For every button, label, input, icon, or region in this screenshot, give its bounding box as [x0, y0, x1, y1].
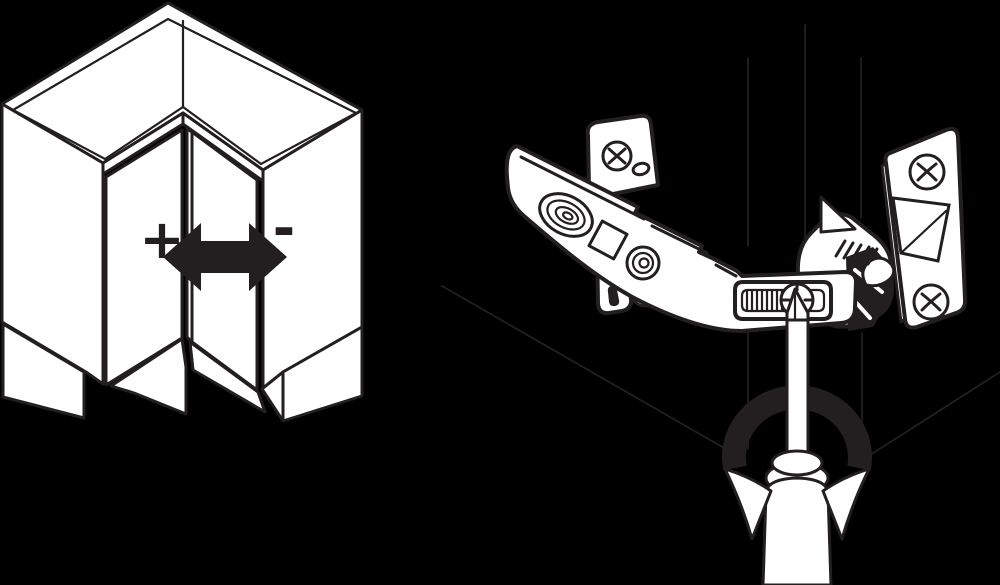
screwdriver [761, 287, 833, 585]
wing-plate-oval-hole [631, 161, 651, 177]
screwdriver-handle [761, 476, 833, 585]
hinge-adjustment-detail [441, 24, 1000, 585]
corner-cabinet: + - [0, 1, 364, 423]
arm-square-hole [587, 219, 629, 261]
door-plate-screw-top-icon [908, 153, 946, 191]
clip-flag-icon [819, 195, 857, 234]
leader-lines [441, 24, 1000, 458]
minus-label: - [273, 197, 295, 260]
hinge-arm [504, 144, 858, 333]
boss-knurl-hatching [834, 239, 879, 266]
rotation-arrowhead-right [821, 467, 871, 541]
cabinet-left-wall [0, 102, 105, 386]
screwdriver-shaft [785, 318, 810, 463]
screwdriver-ferrule-upper [770, 449, 824, 477]
rotation-arrowhead-left [723, 467, 773, 541]
adjustment-arrow-icon [163, 223, 287, 291]
plinth-under-right-door [188, 340, 267, 414]
adjustment-slot [733, 280, 833, 321]
door-plate-screw-bottom-icon [912, 283, 950, 321]
clip-lever-icon [861, 256, 896, 288]
hinge-door-plate [880, 126, 968, 330]
plinth-under-left-door [109, 337, 188, 416]
plus-label: + [139, 208, 184, 271]
cam-fastener-icon [538, 192, 594, 238]
cabinet-front-rail-right [181, 111, 265, 183]
arm-round-screw-icon [625, 245, 661, 281]
cabinet-right-plinth [260, 325, 364, 423]
cabinet-left-plinth [1, 322, 86, 420]
